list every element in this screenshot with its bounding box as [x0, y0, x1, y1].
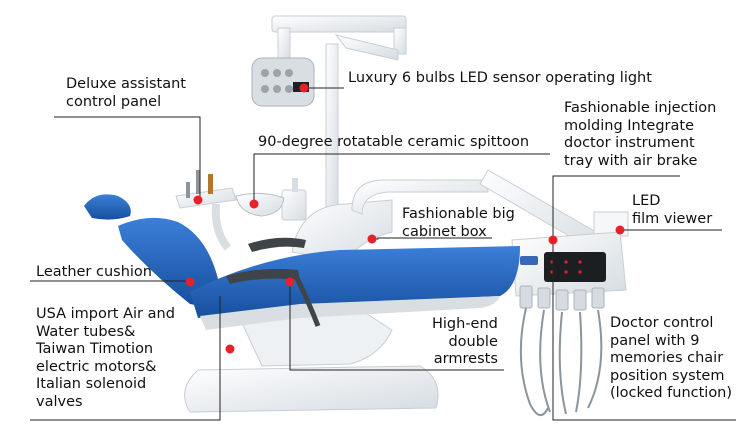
- assistant-panel-shape: [175, 170, 237, 251]
- marker-cabinet-box: [367, 234, 377, 244]
- marker-leather-cushion: [185, 277, 195, 287]
- marker-doctor-tray: [548, 235, 558, 245]
- spittoon-shape: [235, 178, 307, 221]
- chair-upholstery: [84, 194, 520, 330]
- label-cabinet-box: Fashionable big cabinet box: [402, 206, 515, 240]
- marker-assistant-panel: [193, 195, 203, 205]
- callout-markers: [185, 83, 625, 354]
- label-armrests: High-end double armrests: [432, 316, 498, 367]
- marker-operating-light: [299, 83, 309, 93]
- doctor-tray-shape: [511, 231, 627, 416]
- marker-spittoon: [249, 199, 259, 209]
- label-film-viewer: LED film viewer: [632, 193, 713, 227]
- label-instrument-tray: Fashionable injection molding Integrate …: [564, 100, 717, 169]
- marker-film-viewer: [615, 225, 625, 235]
- marker-tubes-motors: [225, 344, 235, 354]
- label-doctor-panel: Doctor control panel with 9 memories cha…: [610, 315, 733, 401]
- leader-lines: [30, 87, 736, 421]
- label-tubes-motors: USA import Air and Water tubes& Taiwan T…: [36, 306, 175, 410]
- armrests-shape: [226, 237, 321, 327]
- label-spittoon: 90-degree rotatable ceramic spittoon: [258, 134, 530, 150]
- label-leather-cushion: Leather cushion: [36, 264, 152, 280]
- label-assistant-panel: Deluxe assistant control panel: [66, 76, 186, 110]
- operating-light-head: [251, 57, 315, 107]
- label-operating-light: Luxury 6 bulbs LED sensor operating ligh…: [348, 70, 652, 86]
- marker-armrests: [285, 277, 295, 287]
